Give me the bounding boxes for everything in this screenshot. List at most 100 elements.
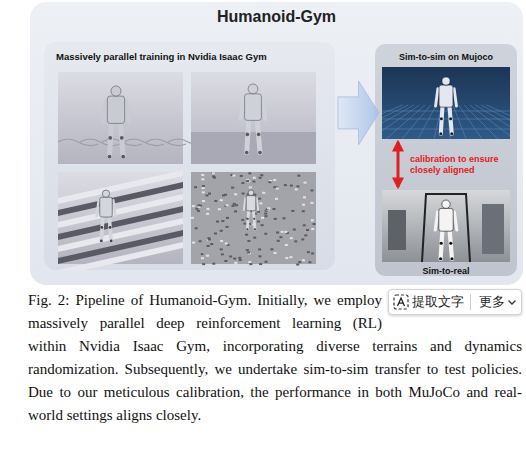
- terrain-rock: [210, 243, 213, 245]
- terrain-rock: [207, 237, 210, 239]
- terrain-rock: [220, 248, 223, 250]
- terrain-rock: [205, 194, 208, 196]
- terrain-rock: [253, 237, 256, 239]
- robot-leg: [253, 210, 255, 229]
- robot-arm: [103, 100, 106, 122]
- robot-leg: [441, 106, 443, 134]
- terrain-rock: [274, 252, 277, 254]
- terrain-patch: [58, 139, 98, 146]
- robot-leg: [257, 119, 260, 153]
- robot-joint: [450, 257, 453, 260]
- grid-line: [382, 105, 414, 139]
- panel-heading: Massively parallel training in Nvidia Is…: [44, 42, 335, 62]
- text-extract-popup: 提取文字更多: [388, 289, 522, 315]
- terrain-rock: [303, 196, 306, 198]
- grid-line: [487, 105, 510, 139]
- terrain-rock: [212, 263, 215, 265]
- image-caption: Sim-to-real: [382, 266, 510, 276]
- terrain-rock: [231, 187, 234, 189]
- terrain-rock: [284, 184, 287, 186]
- robot-leg: [120, 122, 123, 157]
- terrain-rock: [273, 179, 276, 181]
- terrain-rock: [222, 194, 225, 196]
- terrain-rock: [234, 210, 237, 212]
- terrain-rock: [310, 189, 313, 191]
- grid-line: [464, 105, 498, 139]
- robot-leg: [449, 106, 451, 134]
- terrain-rock: [275, 198, 278, 200]
- terrain-rock: [295, 188, 298, 190]
- lab-equipment: [388, 210, 406, 250]
- terrain-rock: [221, 253, 224, 255]
- terrain-rock: [261, 224, 264, 226]
- menu-item: 提取文字: [412, 294, 470, 310]
- simulation-tile: [191, 72, 316, 164]
- terrain-rock: [214, 200, 217, 202]
- figure-caption: 提取文字更多Fig. 2: Pipeline of Humanoid-Gym. …: [28, 289, 522, 427]
- terrain-rock: [202, 185, 205, 187]
- flow-arrow: [338, 81, 379, 145]
- terrain-rock: [202, 187, 205, 189]
- terrain-rock: [242, 193, 245, 195]
- terrain-rock: [253, 177, 256, 179]
- terrain-rock: [212, 172, 215, 174]
- terrain-rock: [206, 213, 209, 215]
- terrain-rock: [274, 218, 277, 220]
- terrain-rock: [264, 233, 267, 235]
- terrain-rock: [195, 227, 198, 229]
- terrain-rock: [248, 172, 251, 174]
- terrain-rock: [307, 251, 310, 253]
- robot-torso: [246, 196, 256, 211]
- terrain-rock: [259, 202, 262, 204]
- terrain-rock: [302, 210, 305, 212]
- terrain-rock: [276, 232, 279, 234]
- grid-line: [382, 129, 510, 130]
- terrain-rock: [241, 219, 244, 221]
- terrain-rock: [290, 237, 293, 239]
- robot-arm: [97, 200, 99, 216]
- tile-background: [191, 172, 316, 264]
- terrain-floor: [191, 132, 316, 164]
- robot-leg: [441, 230, 443, 259]
- grid-line: [459, 105, 482, 139]
- image-background: [382, 190, 510, 262]
- icon-frame: [394, 295, 408, 309]
- terrain-rock: [258, 255, 261, 257]
- terrain-rock: [260, 174, 263, 176]
- terrain-rock: [264, 215, 267, 217]
- terrain-floor: [191, 172, 316, 264]
- robot-joint: [110, 240, 113, 243]
- terrain-rock: [303, 224, 306, 226]
- training-panel: Massively parallel training in Nvidia Is…: [44, 42, 335, 270]
- terrain-patch: [146, 139, 186, 146]
- terrain-rock: [273, 208, 276, 210]
- terrain-rock: [285, 244, 288, 246]
- terrain-rock: [206, 208, 209, 210]
- terrain-rock: [220, 199, 223, 201]
- robot-arm: [454, 89, 456, 106]
- terrain-rock: [291, 210, 294, 212]
- real-image-box: Sim-to-real: [382, 190, 510, 276]
- terrain-rock: [202, 191, 205, 193]
- terrain-rock: [201, 174, 204, 176]
- terrain-rock: [246, 179, 249, 181]
- robot-joint: [449, 117, 452, 120]
- grid-line: [475, 105, 510, 139]
- grid-line: [481, 105, 510, 139]
- terrain-rock: [290, 185, 293, 187]
- terrain-rock: [218, 208, 221, 210]
- robot-arm: [126, 100, 129, 122]
- menu-more: 更多: [470, 294, 507, 310]
- terrain-rock: [267, 207, 270, 209]
- grid-line: [470, 105, 510, 139]
- real-robot-photo: [382, 190, 510, 262]
- terrain-rock: [258, 198, 261, 200]
- robot-joint: [108, 136, 112, 140]
- robot-torso: [107, 96, 124, 123]
- terrain-rock: [296, 185, 299, 187]
- robot-joint: [440, 242, 443, 245]
- terrain-rock: [233, 258, 236, 260]
- robot-joint: [246, 228, 248, 230]
- terrain-rock: [226, 217, 229, 219]
